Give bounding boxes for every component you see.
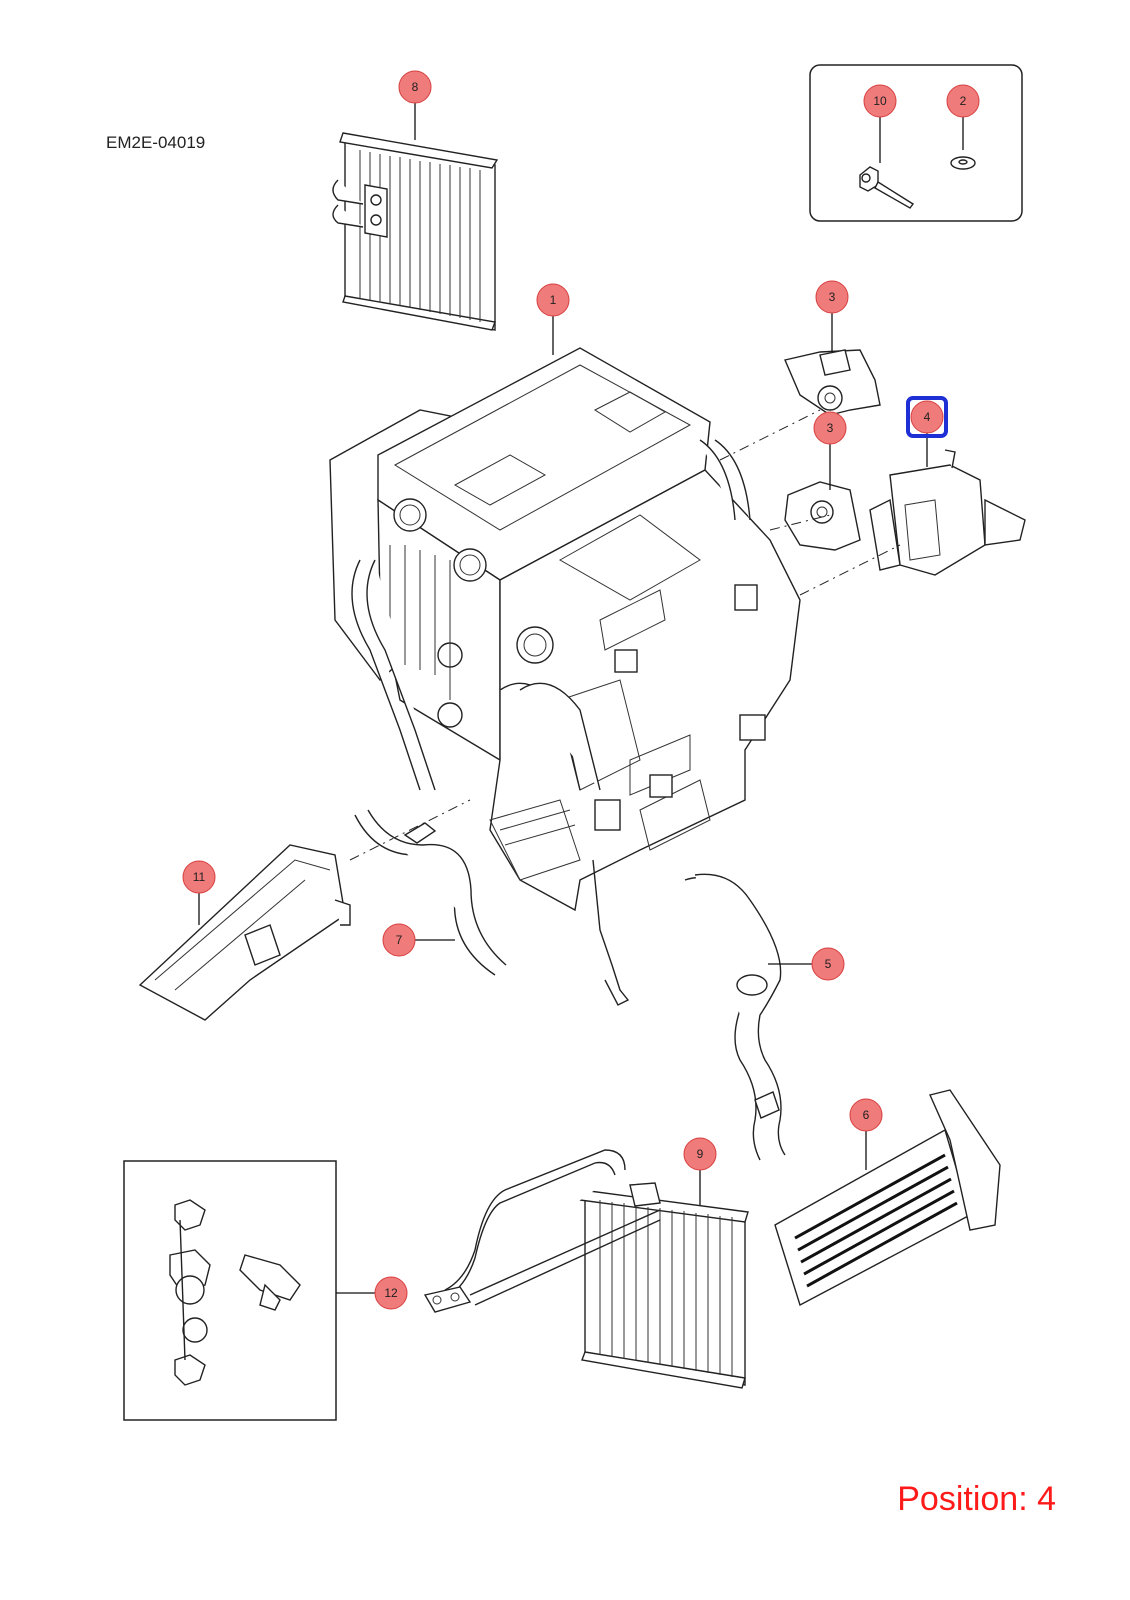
svg-text:8: 8 xyxy=(412,80,419,94)
selection-highlight xyxy=(906,396,948,438)
callout-12[interactable]: 12 xyxy=(374,1276,408,1310)
callout-9[interactable]: 9 xyxy=(683,1137,717,1171)
alignment-line xyxy=(349,799,471,861)
svg-text:2: 2 xyxy=(960,94,967,108)
part-6-heater-core[interactable] xyxy=(774,1089,1001,1307)
callout-10[interactable]: 10 xyxy=(863,84,897,118)
part-12-link-gears[interactable] xyxy=(169,1199,301,1386)
callout-2[interactable]: 2 xyxy=(946,84,980,118)
callout-8[interactable]: 8 xyxy=(398,70,432,104)
part-3-actuator-upper[interactable] xyxy=(784,349,881,416)
part-11-duct[interactable] xyxy=(138,844,351,1021)
callout-3-upper[interactable]: 3 xyxy=(815,280,849,314)
position-label: Position: 4 xyxy=(897,1480,1056,1518)
callout-3-lower[interactable]: 3 xyxy=(813,411,847,445)
diagram-code: EM2E-04019 xyxy=(106,133,206,152)
part-9-evaporator[interactable] xyxy=(423,1149,749,1389)
callout-1[interactable]: 1 xyxy=(536,283,570,317)
svg-text:3: 3 xyxy=(827,421,834,435)
part-1-hvac-housing[interactable] xyxy=(329,347,801,1006)
callout-11[interactable]: 11 xyxy=(182,860,216,894)
part-5-hose[interactable] xyxy=(684,873,786,1161)
leader-lines xyxy=(198,103,964,1294)
callout-4-selected[interactable]: 4 xyxy=(906,396,948,438)
svg-text:9: 9 xyxy=(697,1147,704,1161)
svg-text:6: 6 xyxy=(863,1108,870,1122)
svg-text:10: 10 xyxy=(873,94,887,108)
inset-box-part-12 xyxy=(123,1160,337,1421)
inset-box-small-parts xyxy=(809,64,1023,222)
callout-7[interactable]: 7 xyxy=(382,923,416,957)
callout-5[interactable]: 5 xyxy=(811,947,845,981)
part-10-sensor[interactable] xyxy=(859,166,915,209)
svg-text:5: 5 xyxy=(825,957,832,971)
part-2-grommet[interactable] xyxy=(950,156,976,170)
alignment-line xyxy=(769,514,831,531)
svg-text:7: 7 xyxy=(396,933,403,947)
part-8-evaporator[interactable] xyxy=(332,132,499,331)
svg-text:3: 3 xyxy=(829,290,836,304)
part-4-duct[interactable] xyxy=(869,449,1026,576)
callout-6[interactable]: 6 xyxy=(849,1098,883,1132)
svg-text:12: 12 xyxy=(384,1286,398,1300)
alignment-line xyxy=(719,409,821,461)
alignment-line xyxy=(799,544,901,596)
svg-text:4: 4 xyxy=(924,410,931,424)
part-3-actuator-lower[interactable] xyxy=(784,481,861,551)
svg-text:11: 11 xyxy=(193,870,206,884)
svg-text:1: 1 xyxy=(550,293,557,307)
part-7-hose[interactable] xyxy=(354,809,507,976)
